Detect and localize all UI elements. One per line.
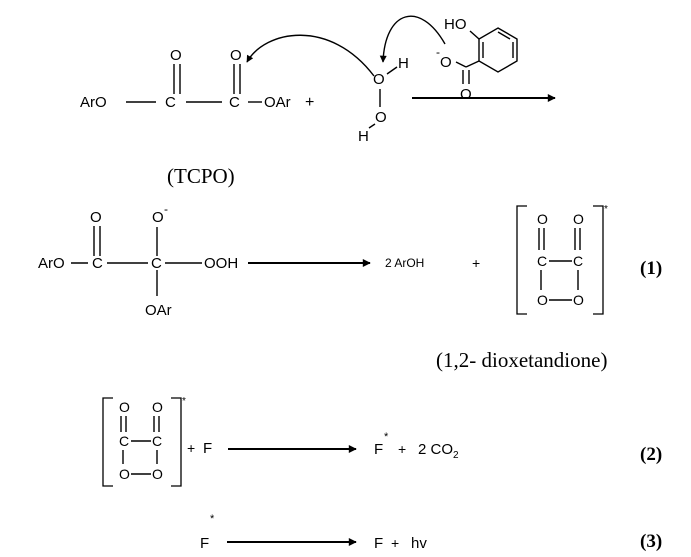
carbon-atom: C [537, 253, 547, 269]
benzene-ring [478, 27, 518, 73]
bond [455, 61, 467, 68]
carbon-atom: C [119, 433, 129, 449]
hydrogen-atom: H [398, 55, 409, 72]
excited-fluorophore: F [200, 535, 209, 552]
excited-state-star: * [182, 396, 186, 407]
oxygen-atom: O [119, 399, 130, 415]
bond [368, 123, 376, 129]
carbon-atom: C [151, 255, 162, 272]
right-bracket [593, 205, 604, 315]
equation-number-1: (1) [640, 258, 662, 279]
oxygen-atom: O [460, 86, 472, 103]
plus-sign: + [398, 441, 406, 457]
hydrogen-atom: H [358, 128, 369, 145]
excited-state-star: * [210, 513, 215, 525]
carbon-atom: C [229, 94, 240, 111]
left-bracket [516, 205, 527, 315]
bond [465, 60, 480, 68]
aro-group: ArO [38, 255, 65, 272]
curved-arrow-attack [246, 34, 375, 77]
co2-product: 2 CO2 [418, 441, 459, 461]
oxygen-atom: O [170, 47, 182, 64]
bond [469, 30, 480, 40]
fluorophore: F [203, 440, 212, 457]
carbon-atom: C [573, 253, 583, 269]
aroh-product: 2 ArOH [385, 256, 424, 270]
equation-number-2: (2) [640, 444, 662, 465]
photon: hv [411, 535, 427, 552]
carbon-atom: C [165, 94, 176, 111]
aromatic-bond [497, 31, 511, 40]
oxygen-atom: O [573, 292, 584, 308]
intermediate-molecule: ArO C O C O - OAr OOH [38, 202, 238, 319]
curved-arrow-base [379, 15, 446, 63]
aro-group: ArO [80, 94, 107, 111]
excited-fluorophore: F [374, 441, 383, 458]
negative-charge: - [164, 202, 168, 216]
oxygen-atom: O [573, 211, 584, 227]
carbon-atom: C [92, 255, 103, 272]
oxygen-atom: O [230, 47, 242, 64]
oxygen-atom: O [119, 466, 130, 482]
dioxetandione-label: (1,2- dioxetandione) [436, 348, 607, 372]
oxygen-atom: O [375, 109, 387, 126]
plus-sign: + [472, 255, 480, 271]
oxygen-atom: O [440, 54, 452, 71]
plus-sign: + [187, 440, 195, 456]
fluorophore: F [374, 535, 383, 552]
oxygen-atom: O [152, 399, 163, 415]
oxygen-atom: O [152, 466, 163, 482]
excited-state-star: * [384, 431, 389, 443]
tcpo-molecule: ArO C O C O OAr [80, 47, 291, 111]
right-bracket [171, 397, 182, 487]
plus-sign: + [391, 535, 399, 551]
tcpo-label: (TCPO) [167, 164, 235, 188]
oxygen-atom: O [152, 209, 164, 226]
salicylate-ion: HO O O - [436, 16, 518, 103]
oxygen-atom: O [90, 209, 102, 226]
carbon-atom: C [152, 433, 162, 449]
oar-group: OAr [264, 94, 291, 111]
dioxetandione-bracket: * O O C C O O [102, 396, 186, 487]
oar-group: OAr [145, 302, 172, 319]
hydrogen-peroxide: O H O H [358, 55, 409, 145]
bond [386, 66, 398, 75]
oxygen-atom: O [373, 71, 385, 88]
equation-number-3: (3) [640, 531, 662, 552]
dioxetandione-bracket: * O O C C O O [516, 204, 608, 315]
plus-sign: + [305, 94, 314, 111]
ooh-group: OOH [204, 255, 238, 272]
negative-charge: - [436, 45, 440, 59]
oxygen-atom: O [537, 211, 548, 227]
oxygen-atom: O [537, 292, 548, 308]
left-bracket [102, 397, 113, 487]
hydroxyl-group: HO [444, 16, 467, 33]
excited-state-star: * [604, 204, 608, 215]
